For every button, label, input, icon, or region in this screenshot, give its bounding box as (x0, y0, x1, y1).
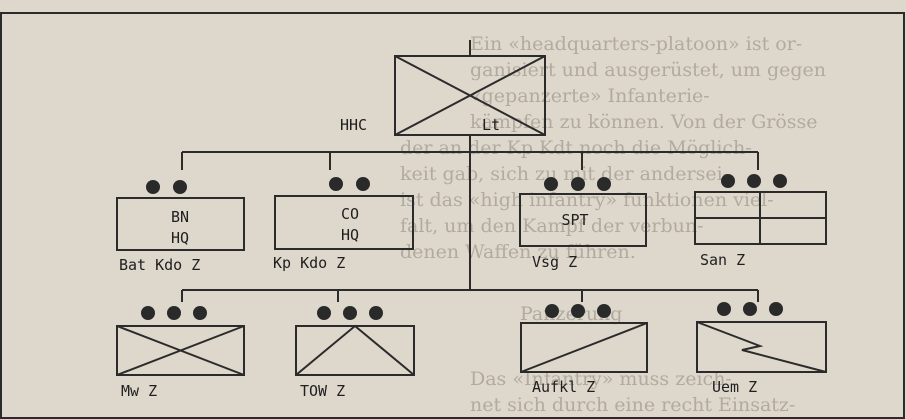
size-indicator-icon (545, 304, 611, 318)
size-indicator-icon (329, 177, 370, 191)
unit-tow: TOW Z (296, 306, 414, 400)
unit-caption: Aufkl Z (532, 378, 595, 396)
size-indicator-icon (146, 180, 187, 194)
unit-inner-label: BN (171, 208, 189, 226)
unit-caption: San Z (700, 251, 745, 269)
unit-inner-label: HQ (341, 226, 359, 244)
bg-line: keit gab, sich zu mit der andersei- (400, 163, 729, 185)
unit-caption: Mw Z (121, 382, 157, 400)
size-indicator-icon (141, 306, 207, 320)
background-page-text: Ein «headquarters-platoon» ist or- ganis… (400, 33, 826, 416)
bg-line: net sich durch eine recht Einsatz- (470, 394, 795, 416)
unit-caption: Kp Kdo Z (273, 254, 345, 272)
unit-inner-label: SPT (561, 211, 588, 229)
bg-line: Ein «headquarters-platoon» ist or- (470, 33, 802, 55)
size-indicator-icon (721, 174, 787, 188)
unit-caption: Uem Z (712, 378, 757, 396)
size-indicator-icon (717, 302, 783, 316)
hq-label-left: HHC (340, 116, 367, 134)
size-indicator-icon (544, 177, 611, 191)
unit-inner-label: CO (341, 205, 359, 223)
unit-bat-kdo: BN HQ Bat Kdo Z (117, 180, 244, 274)
bg-line: denen Waffen zu führen. (400, 241, 636, 263)
bg-line: falt, um den Kampf der verbun- (400, 215, 704, 237)
unit-mw: Mw Z (117, 306, 244, 400)
unit-inner-label: HQ (171, 229, 189, 247)
bg-line: der an der Kp Kdt noch die Möglich- (400, 137, 752, 159)
unit-uem: Uem Z (697, 302, 826, 396)
bg-line: «gepanzerte» Infanterie- (470, 85, 710, 107)
unit-caption: Vsg Z (532, 253, 577, 271)
unit-caption: TOW Z (300, 382, 345, 400)
unit-kp-kdo: CO HQ Kp Kdo Z (273, 177, 413, 272)
antitank-unit-symbol-icon (296, 326, 414, 375)
size-indicator-icon (317, 306, 383, 320)
hq-label-right: Lt (482, 116, 500, 134)
unit-caption: Bat Kdo Z (119, 256, 200, 274)
bg-line: ganisiert und ausgerüstet, um gegen (470, 59, 826, 81)
